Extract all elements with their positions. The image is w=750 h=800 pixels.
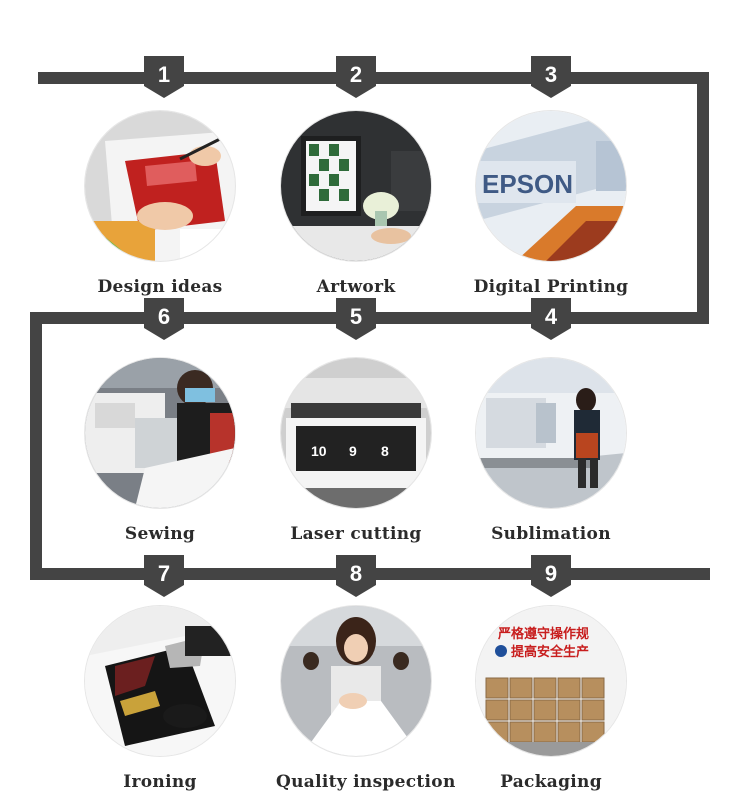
quality-inspection-photo: [281, 606, 431, 756]
step-badge-8: 8: [336, 555, 376, 597]
svg-text:2: 2: [350, 62, 362, 87]
step-artwork: Artwork: [276, 111, 436, 297]
svg-text:10: 10: [311, 443, 327, 459]
step-badge-7: 7: [144, 555, 184, 597]
step-laser-cutting: 10 9 8 Laser cutting: [276, 358, 436, 544]
svg-text:1: 1: [158, 62, 170, 87]
ironing-photo: [85, 606, 235, 756]
packaging-photo: 严格遵守操作规 提高安全生产: [476, 606, 626, 756]
svg-text:7: 7: [158, 561, 170, 586]
step-design-ideas: Design ideas: [80, 111, 240, 297]
svg-text:3: 3: [545, 62, 557, 87]
step-badge-1: 1: [144, 56, 184, 98]
step-ironing: Ironing: [80, 606, 240, 792]
step-label: Quality inspection: [276, 772, 456, 792]
step-label: Artwork: [316, 277, 396, 297]
step-badge-2: 2: [336, 56, 376, 98]
step-packaging: 严格遵守操作规 提高安全生产 Packaging: [471, 606, 631, 792]
step-quality-inspection: Quality inspection: [276, 606, 456, 792]
step-label: Digital Printing: [473, 277, 629, 297]
svg-text:9: 9: [545, 561, 557, 586]
step-badge-4: 4: [531, 298, 571, 340]
digital-printing-photo: EPSON: [476, 111, 626, 261]
step-label: Laser cutting: [290, 524, 422, 544]
step-label: Packaging: [500, 772, 602, 792]
step-badge-9: 9: [531, 555, 571, 597]
svg-text:4: 4: [545, 304, 558, 329]
step-label: Sublimation: [491, 524, 611, 544]
step-badge-5: 5: [336, 298, 376, 340]
epson-logo: EPSON: [482, 169, 573, 199]
svg-text:6: 6: [158, 304, 170, 329]
svg-text:8: 8: [381, 443, 389, 459]
step-sublimation: Sublimation: [471, 358, 631, 544]
step-label: Design ideas: [97, 277, 223, 297]
svg-text:8: 8: [350, 561, 362, 586]
laser-cutting-photo: 10 9 8: [281, 358, 431, 508]
sewing-photo: [85, 358, 235, 508]
banner-line-1: 严格遵守操作规: [497, 626, 589, 642]
step-badge-6: 6: [144, 298, 184, 340]
step-badge-3: 3: [531, 56, 571, 98]
step-label: Ironing: [123, 772, 197, 792]
artwork-photo: [281, 111, 431, 261]
svg-text:9: 9: [349, 443, 357, 459]
step-sewing: Sewing: [80, 358, 240, 544]
step-label: Sewing: [124, 524, 196, 544]
svg-text:5: 5: [350, 304, 362, 329]
design-ideas-photo: [85, 111, 235, 261]
banner-line-2: 提高安全生产: [511, 644, 589, 660]
step-digital-printing: EPSON Digital Printing: [471, 111, 631, 297]
sublimation-photo: [476, 358, 626, 508]
